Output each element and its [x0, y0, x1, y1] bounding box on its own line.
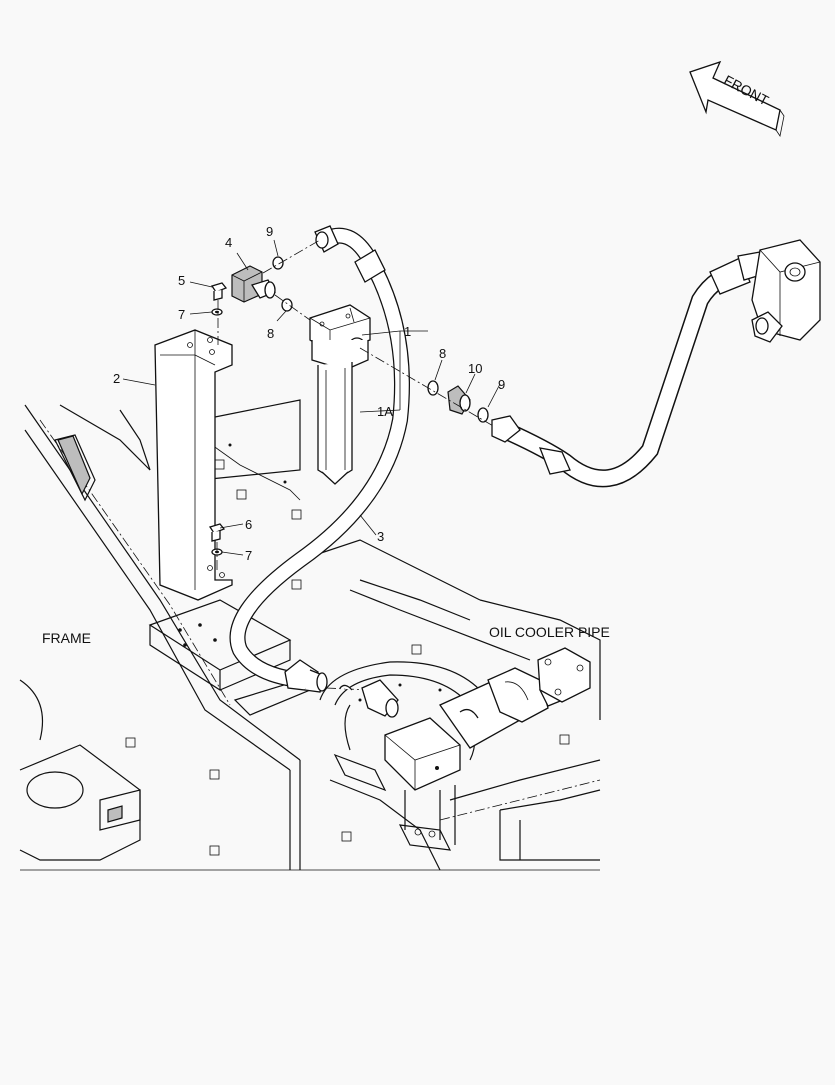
o-ring-upper	[281, 298, 293, 312]
o-ring-top	[272, 256, 284, 270]
callout-elbow-adapter: 4	[225, 235, 232, 250]
callout-bracket: 2	[113, 371, 120, 386]
callout-bolt-upper: 5	[178, 273, 185, 288]
callout-bolt-lower: 6	[245, 517, 252, 532]
front-direction-arrow: FRONT	[689, 60, 785, 138]
callout-oring-right: 8	[439, 346, 446, 361]
upper-washer	[211, 308, 223, 316]
callout-washer-upper: 7	[178, 307, 185, 322]
straight-adapter	[447, 385, 471, 415]
callout-oring-far: 9	[498, 377, 505, 392]
oil-cooler-pipe-label: OIL COOLER PIPE	[489, 624, 610, 640]
callout-adapter: 10	[468, 361, 482, 376]
o-ring-far	[477, 407, 489, 423]
line-filter	[309, 304, 371, 485]
lower-bolt	[208, 523, 226, 542]
callout-oring-upper: 8	[267, 326, 274, 341]
hydraulic-hose	[229, 225, 410, 693]
callout-oring-top: 9	[266, 224, 273, 239]
callout-filter-assy: 1	[404, 324, 411, 339]
frame-label: FRAME	[42, 630, 91, 646]
frame-structure	[19, 399, 601, 871]
callout-hose: 3	[377, 529, 384, 544]
oil-cooler-pipe-assembly	[339, 647, 591, 845]
cooler-return-hose	[491, 239, 821, 488]
elbow-adapter	[231, 265, 276, 303]
leader-lines	[122, 239, 501, 556]
callout-filter-element: 1A	[377, 404, 393, 419]
o-ring-right	[427, 380, 439, 396]
callout-numbers: 1 1A 2 3 4 5 6 7 7 8 8 9 9 10	[113, 224, 505, 563]
callout-washer-lower: 7	[245, 548, 252, 563]
filter-bracket	[154, 329, 233, 601]
upper-bolt	[210, 282, 228, 301]
